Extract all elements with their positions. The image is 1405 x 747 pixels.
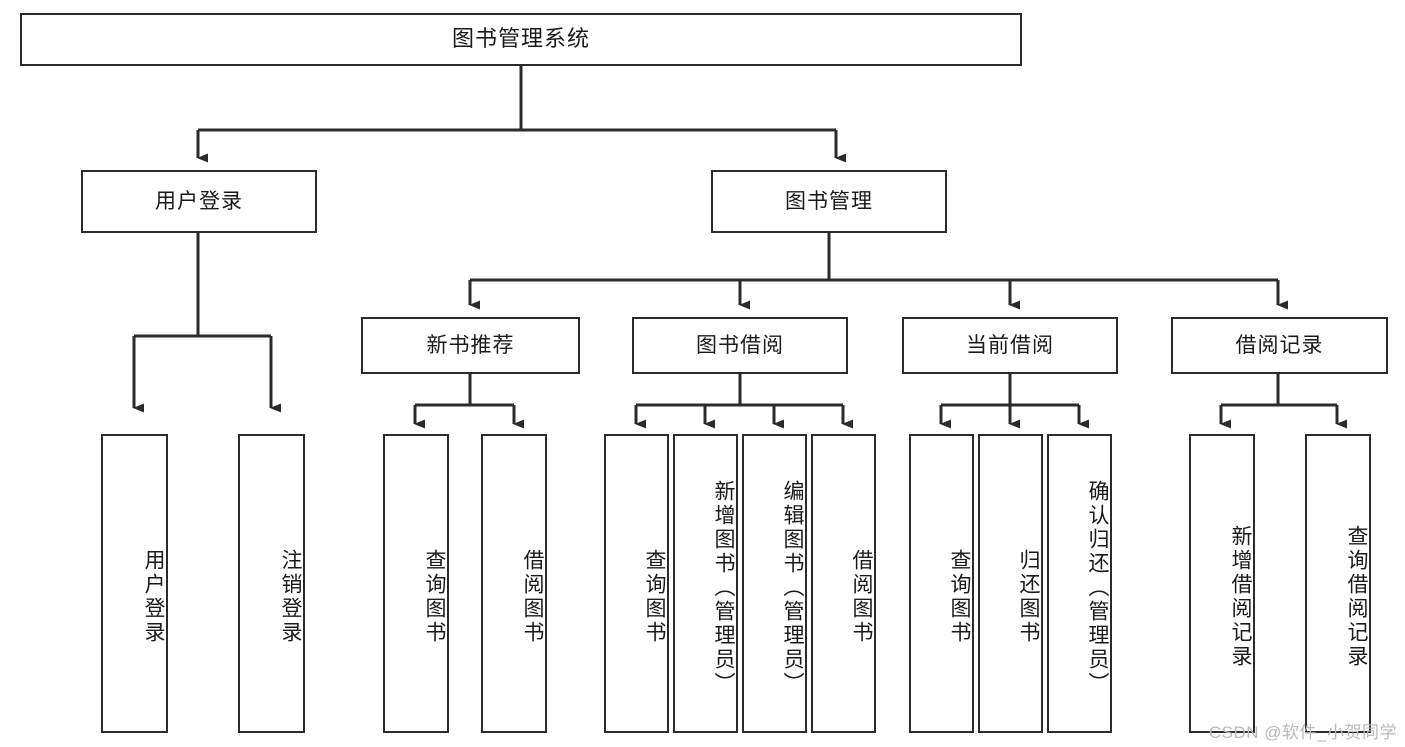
- leaf-query-book-recommend[interactable]: 查询图书: [383, 434, 449, 733]
- leaf-query-book-current[interactable]: 查询图书: [909, 434, 974, 733]
- node-user-login[interactable]: 用户登录: [81, 170, 317, 233]
- leaf-add-borrow-record[interactable]: 新增借阅记录: [1189, 434, 1255, 733]
- node-borrow-record[interactable]: 借阅记录: [1171, 317, 1388, 374]
- node-root-book-management-system[interactable]: 图书管理系统: [20, 13, 1022, 66]
- leaf-add-book-admin[interactable]: 新增图书（管理员）: [673, 434, 738, 733]
- leaf-borrow-book-borrow[interactable]: 借阅图书: [811, 434, 876, 733]
- node-book-borrow[interactable]: 图书借阅: [632, 317, 848, 374]
- node-book-management[interactable]: 图书管理: [711, 170, 947, 233]
- node-current-borrow[interactable]: 当前借阅: [902, 317, 1118, 374]
- leaf-borrow-book-recommend[interactable]: 借阅图书: [481, 434, 547, 733]
- leaf-query-borrow-record[interactable]: 查询借阅记录: [1305, 434, 1371, 733]
- leaf-logout-login[interactable]: 注销登录: [238, 434, 305, 733]
- leaf-edit-book-admin[interactable]: 编辑图书（管理员）: [742, 434, 807, 733]
- leaf-user-login[interactable]: 用户登录: [101, 434, 168, 733]
- leaf-confirm-return-admin[interactable]: 确认归还（管理员）: [1047, 434, 1112, 733]
- leaf-query-book-borrow[interactable]: 查询图书: [604, 434, 669, 733]
- node-new-book-recommend[interactable]: 新书推荐: [361, 317, 580, 374]
- csdn-watermark: CSDN @软件_小贺同学: [1208, 723, 1397, 742]
- leaf-return-book[interactable]: 归还图书: [978, 434, 1043, 733]
